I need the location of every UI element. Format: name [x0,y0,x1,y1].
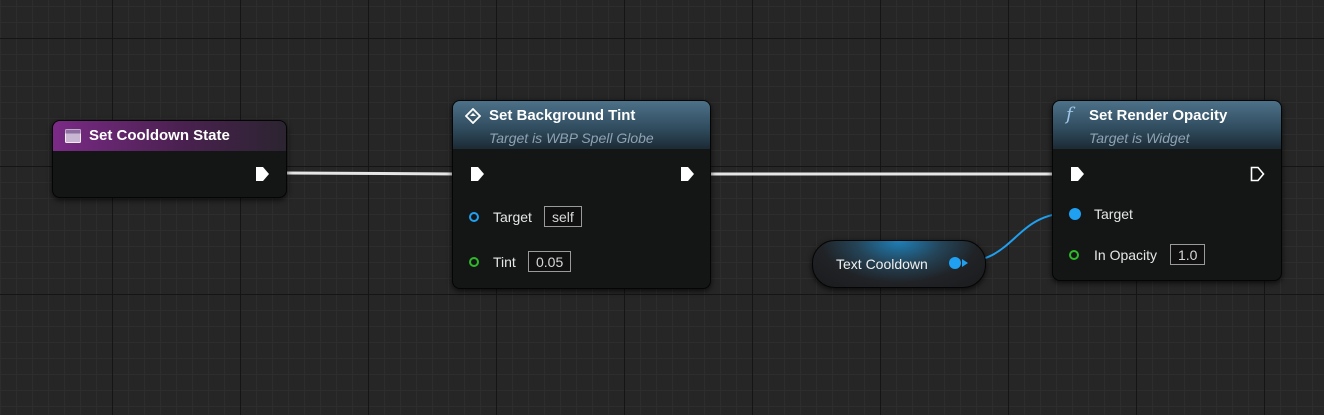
node-set-cooldown-state[interactable]: Set Cooldown State [52,120,287,198]
diamond-icon [465,108,481,124]
node-header: f Set Render Opacity Target is Widget [1053,101,1281,149]
exec-out-pin[interactable] [679,166,695,182]
exec-wire-1[interactable] [285,171,459,176]
in-opacity-pin-label: In Opacity [1094,247,1158,263]
variable-label: Text Cooldown [836,256,928,272]
tint-value-field[interactable]: 0.05 [528,251,572,272]
target-pin[interactable] [469,212,479,222]
text-cooldown-output-pin[interactable] [949,257,961,269]
tint-pin-label: Tint [493,254,516,270]
node-subtitle: Target is WBP Spell Globe [489,130,654,146]
in-opacity-pin[interactable] [1069,250,1079,260]
event-icon [65,129,81,143]
exec-in-pin[interactable] [1069,166,1085,182]
node-header: Set Cooldown State [53,121,286,151]
node-header: Set Background Tint Target is WBP Spell … [453,101,710,149]
tint-pin[interactable] [469,257,479,267]
exec-out-pin[interactable] [254,166,270,182]
target-pin-label: Target [493,209,532,225]
node-subtitle: Target is Widget [1089,130,1190,146]
node-title: Set Render Opacity [1089,107,1228,124]
exec-out-pin[interactable] [1249,166,1265,182]
target-pin-label: Target [1094,206,1133,222]
function-icon: f [1066,104,1073,125]
exec-in-pin[interactable] [469,166,485,182]
target-pin[interactable] [1069,208,1081,220]
node-title: Set Cooldown State [89,127,230,144]
node-set-background-tint[interactable]: Set Background Tint Target is WBP Spell … [452,100,711,289]
pin-arrow-icon [962,259,968,267]
target-value-field[interactable]: self [544,206,582,227]
variable-node-text-cooldown[interactable]: Text Cooldown [812,240,986,288]
in-opacity-value-field[interactable]: 1.0 [1170,244,1206,265]
node-title: Set Background Tint [489,107,636,124]
node-set-render-opacity[interactable]: f Set Render Opacity Target is Widget Ta… [1052,100,1282,281]
